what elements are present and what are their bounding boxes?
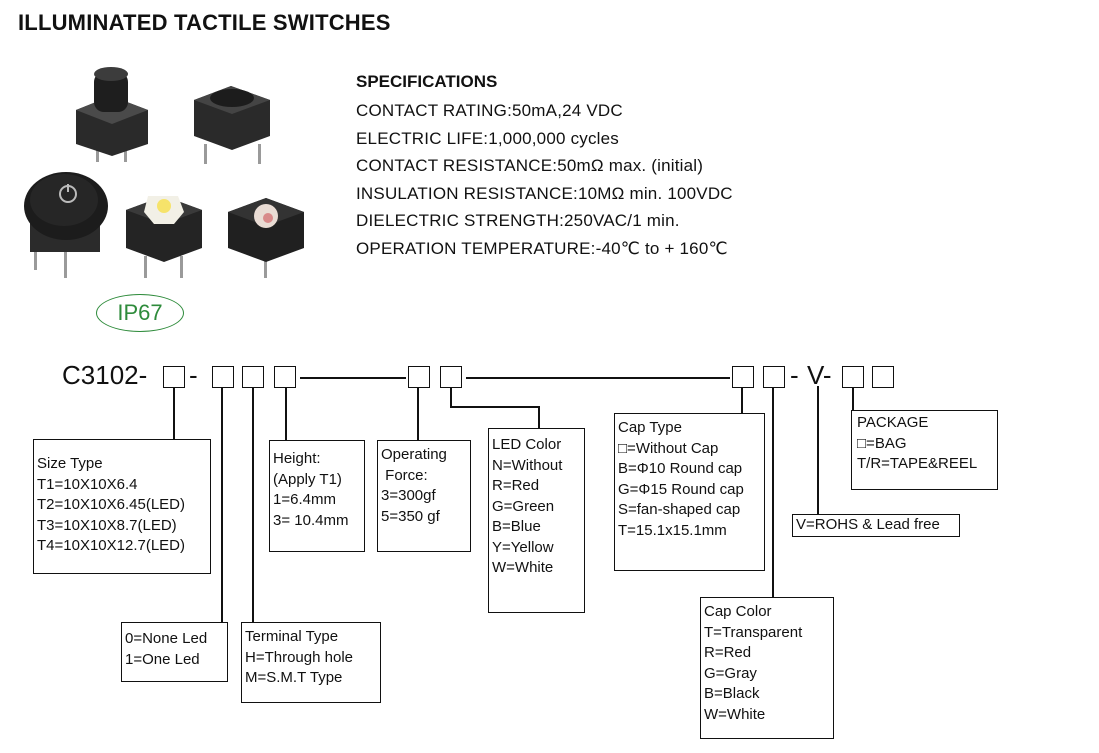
spec-dielectric-strength: DIELECTRIC STRENGTH:250VAC/1 min. <box>356 211 680 230</box>
box-led-color-line: W=White <box>492 559 554 576</box>
box-cap-color-line: W=White <box>704 705 766 723</box>
box-size-type: Size Type T1=10X10X6.4 T2=10X10X6.45(LED… <box>33 439 211 574</box>
box-led-color-line: N=Without <box>492 456 563 474</box>
box-led-count: 0=None Led 1=One Led <box>121 622 228 682</box>
box-size-type-line: T4=10X10X12.7(LED) <box>37 537 186 554</box>
spec-contact-resistance: CONTACT RESISTANCE:50mΩ max. (initial) <box>356 156 704 175</box>
box-height-line: (Apply T1) <box>273 470 342 488</box>
code-slot-led-color <box>440 366 462 388</box>
code-connector-line <box>300 377 406 379</box>
box-package-line: T/R=TAPE&REEL <box>857 455 978 472</box>
box-cap-color-line: R=Red <box>704 644 752 661</box>
box-operating-force-title: Operating <box>381 446 447 463</box>
leader-led-count <box>221 388 223 622</box>
box-cap-color-line: G=Gray <box>704 664 757 682</box>
box-led-color-title: LED Color <box>492 436 562 453</box>
box-cap-type: Cap Type □=Without Cap B=Φ10 Round cap G… <box>614 413 765 571</box>
product-photo-flat-cap <box>188 74 274 166</box>
box-operating-force-line: 3=300gf <box>381 487 436 504</box>
code-slot-package <box>842 366 864 388</box>
leader-operating-force <box>417 388 419 440</box>
page-title: ILLUMINATED TACTILE SWITCHES <box>18 10 391 35</box>
leader-led-color <box>450 388 452 406</box>
box-operating-force-line: 5=350 gf <box>381 507 440 525</box>
box-cap-color-line: T=Transparent <box>704 623 803 641</box>
box-led-count-line: 0=None Led <box>125 630 208 647</box>
box-cap-color: Cap Color T=Transparent R=Red G=Gray B=B… <box>700 597 834 739</box>
code-slot-force <box>408 366 430 388</box>
box-terminal-type-title: Terminal Type <box>245 628 339 645</box>
spec-electric-life: ELECTRIC LIFE:1,000,000 cycles <box>356 129 620 148</box>
leader-size-type <box>173 388 175 439</box>
box-cap-type-title: Cap Type <box>618 419 682 436</box>
leader-led-color <box>538 406 540 428</box>
box-led-color-line: Y=Yellow <box>492 538 554 556</box>
code-slot-cap-type <box>732 366 754 388</box>
product-photo-tall-cap <box>68 66 154 162</box>
specifications-heading: SPECIFICATIONS <box>356 72 498 91</box>
code-slot-led-count <box>212 366 234 388</box>
box-package: PACKAGE □=BAG T/R=TAPE&REEL <box>851 410 998 490</box>
box-led-color: LED Color N=Without R=Red G=Green B=Blue… <box>488 428 585 613</box>
box-operating-force: Operating Force: 3=300gf 5=350 gf <box>377 440 471 552</box>
part-code-prefix: C3102- <box>62 360 148 390</box>
leader-package <box>852 388 854 410</box>
box-cap-type-line: B=Φ10 Round cap <box>618 460 743 477</box>
box-cap-color-line: B=Black <box>704 685 760 702</box>
code-slot-package <box>872 366 894 388</box>
spec-insulation-resistance: INSULATION RESISTANCE:10MΩ min. 100VDC <box>356 184 733 203</box>
box-height-line: 3= 10.4mm <box>273 511 349 529</box>
code-dash: - <box>189 360 198 390</box>
box-package-title: PACKAGE <box>857 414 929 431</box>
code-slot-size <box>163 366 185 388</box>
box-size-type-line: T3=10X10X8.7(LED) <box>37 516 177 534</box>
box-cap-type-line: T=15.1x15.1mm <box>618 521 727 539</box>
code-v-suffix: V- <box>807 360 832 390</box>
box-height-title: Height: <box>273 450 321 467</box>
box-height-line: 1=6.4mm <box>273 491 336 508</box>
leader-cap-type <box>741 388 743 413</box>
code-slot-height <box>274 366 296 388</box>
spec-operation-temperature: OPERATION TEMPERATURE:-40℃ to + 160℃ <box>356 239 728 258</box>
product-photo-pink-led <box>224 188 308 280</box>
box-led-count-line: 1=One Led <box>125 650 200 668</box>
leader-rohs <box>817 386 819 514</box>
box-cap-type-line: G=Φ15 Round cap <box>618 480 744 498</box>
box-terminal-type: Terminal Type H=Through hole M=S.M.T Typ… <box>241 622 381 703</box>
box-cap-type-line: S=fan-shaped cap <box>618 501 741 518</box>
product-photo-yellow-led <box>120 180 208 280</box>
spec-contact-rating: CONTACT RATING:50mA,24 VDC <box>356 101 623 120</box>
box-terminal-type-line: M=S.M.T Type <box>245 669 343 686</box>
code-dash: - <box>790 360 799 390</box>
leader-height <box>285 388 287 440</box>
code-connector-line <box>466 377 730 379</box>
box-terminal-type-line: H=Through hole <box>245 648 353 666</box>
leader-terminal-type <box>252 388 254 622</box>
code-slot-terminal <box>242 366 264 388</box>
box-operating-force-title: Force: <box>381 466 428 484</box>
box-size-type-title: Size Type <box>37 455 103 472</box>
leader-cap-color <box>772 388 774 597</box>
code-slot-cap-color <box>763 366 785 388</box>
box-led-color-line: R=Red <box>492 477 540 494</box>
ip67-badge: IP67 <box>96 294 184 332</box>
box-cap-color-title: Cap Color <box>704 603 772 620</box>
box-size-type-line: T2=10X10X6.45(LED) <box>37 496 186 513</box>
box-led-color-line: B=Blue <box>492 518 541 535</box>
leader-led-color <box>450 406 538 408</box>
box-height: Height: (Apply T1) 1=6.4mm 3= 10.4mm <box>269 440 365 552</box>
product-photo-round-cap <box>24 168 108 280</box>
box-cap-type-line: □=Without Cap <box>618 439 719 457</box>
box-rohs-line: V=ROHS & Lead free <box>796 516 940 533</box>
box-led-color-line: G=Green <box>492 497 555 515</box>
box-size-type-line: T1=10X10X6.4 <box>37 475 138 493</box>
box-package-line: □=BAG <box>857 434 907 452</box>
box-rohs: V=ROHS & Lead free <box>792 514 960 537</box>
